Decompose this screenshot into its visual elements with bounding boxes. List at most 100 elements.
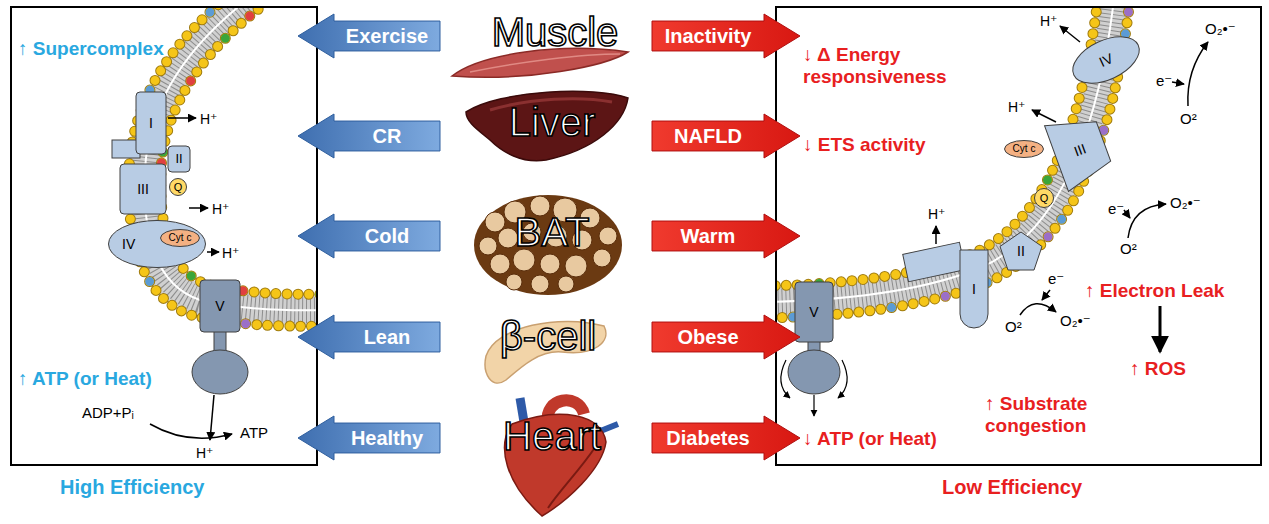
proton-label-box: H⁺ <box>1040 12 1058 30</box>
effect-label-box: ↑ ATP (or Heat) <box>18 368 152 390</box>
fat-cell <box>593 249 611 267</box>
complex-box: II <box>1000 232 1042 270</box>
synthase-head <box>192 350 248 394</box>
condition-arrow-shape <box>652 416 800 460</box>
electron-label: e⁻ <box>1048 270 1064 287</box>
condition-arrow: Cold <box>298 214 440 258</box>
organ-name: Muscle <box>492 10 619 54</box>
lipid-heads <box>777 8 1099 286</box>
quinone-circle: Q <box>1034 188 1054 208</box>
effect-label: ↑ Supercomplex <box>18 38 164 59</box>
electron-arrow <box>1172 82 1184 84</box>
panel-caption-box: Low Efficiency <box>942 476 1082 499</box>
rotation-arrow <box>781 360 790 398</box>
lipid-heads-cl <box>777 8 1099 286</box>
atp-synthase-box-shape <box>200 280 240 332</box>
complex-box-shape <box>960 250 988 328</box>
effect-label-box: ↑ Supercomplex <box>18 38 164 60</box>
lipid-tails <box>777 8 1115 302</box>
leak-arrow <box>1128 204 1166 238</box>
complex-box-shape <box>1000 232 1042 270</box>
muscle-fibre <box>470 54 620 72</box>
condition-arrow-shape <box>298 315 440 359</box>
effect-label: ↑ Electron Leak <box>1085 280 1224 301</box>
oxygen-label: O² <box>1120 240 1137 257</box>
condition-arrow: Obese <box>652 315 800 359</box>
condition-arrow-shape <box>652 14 800 58</box>
reaction-arrow <box>150 424 232 438</box>
oxygen-label: O² <box>1005 318 1022 335</box>
complex-name: I <box>149 115 153 131</box>
lipid-heads <box>777 8 1099 286</box>
atp-synthase-box-shape <box>795 282 833 342</box>
condition-arrow-shape <box>652 315 800 359</box>
condition-arrow: Warm <box>652 214 800 258</box>
complex-name: V <box>809 304 818 320</box>
proton-label: H⁺ <box>1008 99 1026 115</box>
superoxide-label: O₂•⁻ <box>1205 20 1236 37</box>
complex-name: Cyt c <box>169 232 192 244</box>
bat-tissue <box>474 195 622 295</box>
electron-label: e⁻ <box>1108 200 1124 217</box>
complex-box: III <box>1045 109 1116 192</box>
condition-name: CR <box>373 125 402 148</box>
proton-arrow <box>207 251 219 253</box>
reactant-label-box: ADP+Pᵢ <box>82 404 134 422</box>
complex-box-shape <box>136 92 166 154</box>
organ-name: Heart <box>503 414 601 458</box>
condition-arrow: NAFLD <box>652 114 800 158</box>
condition-arrow: CR <box>298 114 440 158</box>
fat-cell <box>506 274 522 290</box>
reactant-label: ADP+Pᵢ <box>82 404 134 421</box>
fat-cell <box>565 255 587 277</box>
superoxide-label: O₂•⁻ <box>1170 194 1201 211</box>
proton-label-box: H⁺ <box>1008 98 1026 116</box>
condition-name: NAFLD <box>674 125 742 148</box>
fat-cell <box>599 227 617 245</box>
cytochrome-oval: Cyt c <box>1004 140 1044 158</box>
organ-name-box: Heart <box>503 416 601 456</box>
condition-arrow: Exercise <box>298 14 440 58</box>
oxygen-label-box: O² <box>1180 110 1197 128</box>
complex-box-shape <box>168 146 190 172</box>
superoxide-label: O₂•⁻ <box>1060 312 1091 329</box>
electron-label-box: e⁻ <box>1108 200 1124 218</box>
proton-arrow <box>168 117 196 119</box>
fat-cell <box>531 275 549 293</box>
rotation-arrow <box>838 360 847 398</box>
electron-arrow <box>1042 290 1050 300</box>
condition-arrow: Inactivity <box>652 14 800 58</box>
complex-name: Q <box>1040 192 1049 205</box>
proton-arrow <box>210 395 214 440</box>
quinone-circle-shape <box>1035 189 1054 208</box>
effect-label: ↑ ROS <box>1130 358 1186 379</box>
proton-label: H⁺ <box>222 245 240 261</box>
lipid-tails <box>777 8 1115 302</box>
condition-name: Obese <box>677 326 738 349</box>
complex-box-shape <box>109 221 206 268</box>
condition-name: Exercise <box>346 25 428 48</box>
fat-cell <box>485 212 505 232</box>
electron-label-box: e⁻ <box>1048 270 1064 288</box>
lipid-heads <box>777 8 1131 318</box>
condition-arrow: Lean <box>298 315 440 359</box>
complex-name: III <box>137 181 149 197</box>
organ-name: Liver <box>509 100 596 144</box>
organ-name: β-cell <box>500 314 596 358</box>
proton-arrow <box>1032 110 1056 122</box>
effect-label: ↑ ATP (or Heat) <box>18 368 152 389</box>
proton-label-box: H⁺ <box>928 205 946 223</box>
oxygen-label: O² <box>1180 110 1197 127</box>
product-label-box: ATP <box>240 424 268 442</box>
complex-name: Q <box>174 181 183 194</box>
effect-label-box: ↓ ATP (or Heat) <box>803 428 937 450</box>
panel-caption-box: High Efficiency <box>60 476 204 499</box>
fat-cell <box>540 254 560 274</box>
leak-arrow <box>1020 304 1056 315</box>
cytochrome-oval-shape <box>161 230 200 247</box>
organ-name-box: Liver <box>509 102 596 142</box>
superoxide-label-box: O₂•⁻ <box>1060 312 1091 330</box>
cytochrome-oval: Cyt c <box>160 229 200 247</box>
complex-name: V <box>215 298 224 314</box>
effect-label-box: ↑ ROS <box>1130 358 1186 380</box>
